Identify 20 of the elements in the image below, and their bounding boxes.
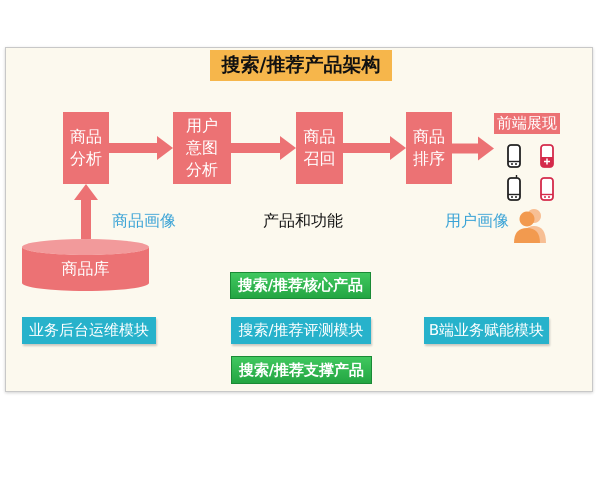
arrow (74, 184, 98, 239)
process-box: 商品排序 (406, 112, 452, 184)
arrow (231, 136, 296, 160)
arrow (452, 136, 494, 160)
category-label: 用户画像 (445, 211, 509, 231)
module-box: B端业务赋能模块 (424, 317, 549, 344)
product-box: 搜索/推荐核心产品 (230, 272, 371, 299)
category-label: 商品画像 (112, 211, 176, 231)
arrow (109, 136, 173, 160)
module-box: 业务后台运维模块 (22, 317, 156, 344)
product-box: 搜索/推荐支撑产品 (231, 356, 372, 384)
arrow (343, 136, 406, 160)
title-banner: 搜索/推荐产品架构 (210, 50, 392, 81)
process-box: 商品召回 (296, 112, 343, 184)
display-heading: 前端展现 (494, 113, 560, 134)
process-box: 商品分析 (63, 112, 109, 184)
process-box: 用户意图分析 (173, 112, 231, 184)
category-label: 产品和功能 (263, 211, 343, 231)
module-box: 搜索/推荐评测模块 (231, 317, 371, 344)
database-label: 商品库 (62, 258, 110, 280)
